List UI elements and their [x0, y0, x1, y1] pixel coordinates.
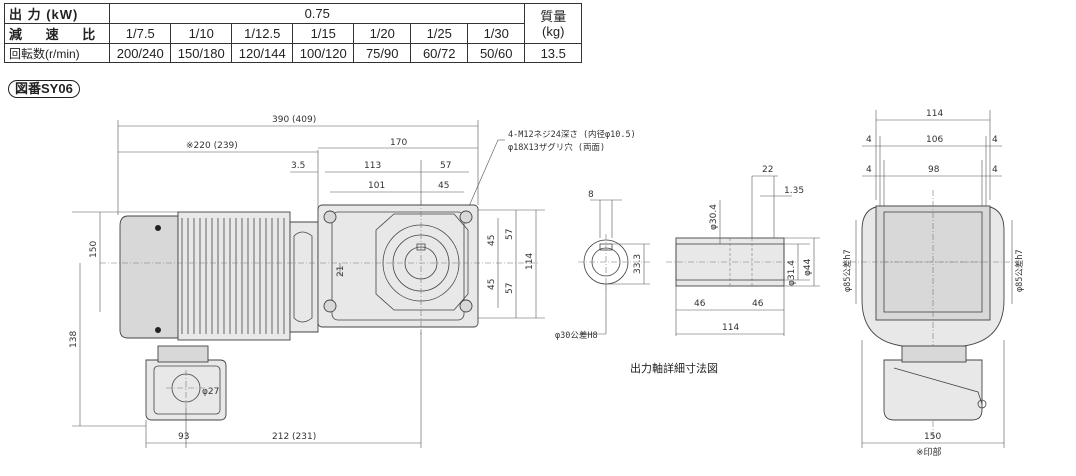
motor-fins: [181, 218, 285, 334]
dim-30h8: φ30公差H8: [555, 330, 598, 341]
dim-4-b: 4: [992, 135, 998, 145]
ratio-cell: 1/12.5: [231, 23, 294, 44]
dim-4-d: 4: [992, 165, 998, 175]
mass-label-line2: (kg): [542, 23, 565, 39]
mass-label-line1: 質量: [540, 8, 567, 24]
speed-cell: 75/90: [353, 43, 412, 63]
dim-114: 114: [525, 253, 535, 270]
dim-31-4: φ31.4: [787, 260, 797, 286]
ratio-label: 減 速 比: [3, 23, 111, 44]
dim-150: 150: [89, 241, 99, 258]
dim-57-a: 57: [505, 229, 515, 240]
mount-hole: [459, 210, 473, 224]
dim-113: 113: [364, 161, 381, 171]
table-row: 回転数(r/min) 200/240 150/180 120/144 100/1…: [3, 43, 583, 63]
side-view: 114 4 106 4 4 98 4 φ85公差h7 φ85公差h7 150 ※…: [842, 109, 1025, 458]
dim-4-c: 4: [866, 165, 872, 175]
dim-33-3: 33.3: [633, 254, 643, 274]
dim-45-top: 45: [438, 181, 449, 191]
screw-icon: [977, 399, 987, 409]
figure-label: 図番SY06: [8, 80, 80, 98]
dim-30-4: φ30.4: [709, 204, 719, 230]
output-boss: [375, 213, 469, 311]
speed-cell: 60/72: [410, 43, 469, 63]
dim-212: 212 (231): [272, 432, 316, 442]
dim-57-top: 57: [440, 161, 451, 171]
dim-170: 170: [390, 138, 407, 148]
mount-hole: [459, 299, 473, 313]
terminal-box-neck-side: [901, 345, 967, 363]
motor-flange: [289, 221, 319, 333]
dim-106: 106: [926, 135, 943, 145]
mass-value: 13.5: [524, 43, 583, 63]
dim-motor: ※220 (239): [186, 141, 238, 151]
terminal-box-neck: [157, 345, 209, 363]
dim-101: 101: [368, 181, 385, 191]
shaft-detail: 8 33.3 φ30公差H8 φ30.4 22 1.35 φ31.4 φ: [555, 165, 820, 375]
dim-57-b: 57: [505, 283, 515, 294]
ratio-cell: 1/7.5: [109, 23, 172, 44]
terminal-box-side: [883, 359, 983, 421]
dim-98: 98: [928, 165, 940, 175]
dim-4-a: 4: [866, 135, 872, 145]
dim-45-a: 45: [487, 235, 497, 246]
speed-label: 回転数(r/min): [3, 43, 111, 63]
note-line1: 4-M12ネジ24深さ (内径φ10.5): [508, 129, 636, 140]
spec-table: 出 力 (kW) 0.75 質量 (kg) 減 速 比 1/7.5 1/10 1…: [3, 3, 583, 63]
dim-27: φ27: [202, 387, 219, 397]
dim-85-left: φ85公差h7: [842, 249, 853, 292]
dim-46-b: 46: [752, 299, 764, 309]
dim-114-shaft: 114: [722, 323, 739, 333]
note-line2: φ18X13ザグリ穴 (両面): [508, 142, 605, 153]
dim-150-side: 150: [924, 432, 941, 442]
speed-cell: 100/120: [292, 43, 355, 63]
front-view: 390 (409) ※220 (239) 170 3.5 113 57 101 …: [69, 115, 636, 448]
dim-46-a: 46: [694, 299, 706, 309]
dim-22: 22: [762, 165, 773, 175]
bolt-icon: [155, 327, 161, 333]
dim-85-right: φ85公差h7: [1014, 249, 1025, 292]
shaft-detail-title: 出力軸詳細寸法図: [630, 361, 718, 375]
dim-overall: 390 (409): [272, 115, 316, 125]
leader: [465, 139, 499, 214]
dim-114-side: 114: [926, 109, 943, 119]
motor-body: [177, 211, 291, 341]
motor-end-cover: [119, 215, 179, 339]
speed-cell: 120/144: [231, 43, 294, 63]
dim-93: 93: [178, 432, 189, 442]
flange-rib: [293, 231, 313, 323]
dim-45-b: 45: [487, 279, 497, 290]
dim-44: φ44: [803, 258, 813, 276]
side-note: ※印部: [916, 446, 942, 458]
dim-21: 21: [336, 266, 346, 277]
dim-3-5: 3.5: [291, 161, 305, 171]
mount-hole: [323, 210, 337, 224]
mount-hole: [323, 299, 337, 313]
dim-1-35: 1.35: [784, 186, 804, 196]
dim-8: 8: [588, 190, 594, 200]
housing-face: [331, 211, 465, 321]
gear-housing: [317, 204, 479, 328]
bolt-icon: [155, 225, 161, 231]
dim-138: 138: [69, 331, 79, 348]
speed-cell: 200/240: [109, 43, 172, 63]
terminal-box-cover: [153, 365, 221, 415]
